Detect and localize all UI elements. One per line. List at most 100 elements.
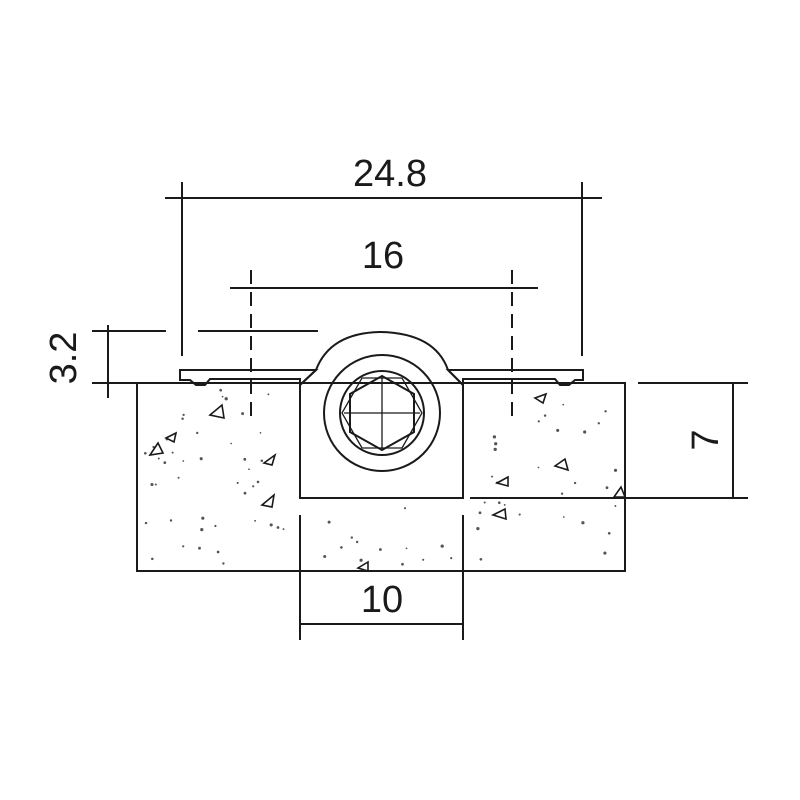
concrete-speck [252,485,255,488]
concrete-speck [267,393,270,396]
concrete-speck [256,480,260,484]
concrete-speck [603,551,607,555]
concrete-speck [450,557,453,560]
concrete-speck [340,546,343,549]
concrete-speck [401,562,404,566]
concrete-speck [243,457,247,461]
dimension-label-7: 7 [685,429,727,450]
concrete-speck [219,388,223,392]
concrete-speck [560,492,564,495]
bore-inner [339,370,425,456]
concrete-speck [323,554,327,559]
concrete-speck [214,524,217,528]
concrete-speck [493,447,497,452]
concrete-speck [182,460,185,462]
concrete-speck [503,503,506,506]
concrete-speck [201,516,205,520]
dimension-label-10: 10 [361,579,403,621]
dimension-label-16: 16 [362,235,404,277]
concrete-speck [518,513,521,516]
concrete-speck [282,528,285,531]
dimension-overall-width: 24.8 [165,153,602,356]
dimension-anchor-spacing: 16 [230,235,538,289]
concrete-speck [243,491,247,495]
concrete-speck [182,545,185,548]
concrete-speck [248,468,250,471]
concrete-speck [216,550,220,554]
concrete-speck [537,466,540,469]
concrete-aggregate-triangles [148,392,627,573]
concrete-speck [144,521,148,525]
dimension-channel-depth: 7 [470,382,748,499]
concrete-speck [276,526,280,529]
concrete-speck [492,435,497,439]
concrete-speck [478,511,482,515]
concrete-speck [260,459,264,463]
concrete-speck [607,531,611,535]
concrete-speck [254,519,257,522]
concrete-speck [350,536,354,539]
right-flange [445,369,584,388]
concrete-speck [605,486,609,490]
concrete-block [136,382,626,572]
concrete-speck [327,520,331,524]
concrete-speck [583,430,587,434]
concrete-speck [494,442,498,446]
concrete-speck [562,403,565,406]
concrete-speck [422,558,425,561]
concrete-speck [440,544,444,548]
concrete-speck [222,562,225,565]
concrete-substrate [136,382,627,573]
dimension-flange-height: 3.2 [43,325,318,398]
concrete-speck [236,481,239,484]
concrete-speck [604,410,607,413]
concrete-speck [355,540,359,544]
concrete-speck [182,413,185,417]
concrete-speck [613,468,618,472]
concrete-aggregate-specks [143,388,618,566]
concrete-speck [476,526,480,531]
concrete-speck [181,417,184,420]
concrete-speck [157,457,160,460]
concrete-speck [405,547,408,550]
concrete-speck [614,505,617,507]
concrete-speck [199,457,203,461]
concrete-speck [154,483,157,486]
concrete-speck [151,557,154,561]
concrete-speck [537,420,540,423]
hex-nut [349,374,415,452]
channel-profile [299,330,464,499]
concrete-speck [491,475,494,478]
hex-nut-inner-edges [341,377,423,449]
concrete-speck [269,523,273,527]
concrete-speck [562,516,565,518]
concrete-speck [200,527,204,532]
concrete-speck [241,412,245,416]
concrete-speck [378,548,382,551]
concrete-speck [259,432,262,434]
concrete-speck [483,501,486,504]
concrete-speck [198,546,201,550]
dimension-label-24-8: 24.8 [353,153,427,195]
concrete-speck [150,482,154,487]
concrete-speck [177,476,180,479]
left-flange [179,369,319,388]
concrete-speck [143,451,147,455]
dimension-label-3-2: 3.2 [43,332,85,385]
dimension-channel-width: 10 [299,515,464,640]
concrete-speck [171,451,174,454]
concrete-speck [581,521,585,525]
concrete-speck [556,428,560,432]
concrete-speck [224,397,228,401]
concrete-speck [230,442,232,445]
concrete-speck [597,422,600,425]
concrete-speck [221,395,224,398]
concrete-speck [403,507,407,510]
concrete-speck [543,414,547,417]
concrete-speck [196,431,199,435]
concrete-speck [573,481,577,485]
concrete-speck [498,501,501,505]
concrete-speck [169,519,173,522]
concrete-speck [479,557,483,561]
